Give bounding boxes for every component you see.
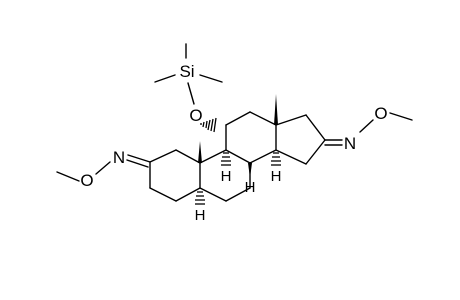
hashed-bond-c5-h: [195, 191, 205, 205]
ring-c: [225, 111, 277, 164]
hashed-bond-c14-h: [271, 152, 281, 166]
ring-b: [199, 149, 251, 202]
atom-o-left: O: [80, 171, 93, 190]
bond-si-o: [187, 82, 195, 105]
wedge-c10-methyl: [198, 141, 202, 163]
atom-si: Si: [179, 62, 194, 81]
wedge-c13-methyl: [274, 94, 278, 125]
oxime-right: [324, 112, 413, 146]
atom-h-c5: H: [195, 207, 206, 224]
wedge-c8-h: [248, 163, 252, 178]
hashed-bond-o-c11: [200, 117, 217, 133]
bond-si-me-left: [154, 74, 176, 83]
atom-n-left: N: [113, 148, 125, 167]
oxime-left: [56, 154, 151, 182]
ring-a: [149, 149, 201, 202]
ring-d: [275, 114, 326, 165]
atom-h-c14: H: [271, 168, 282, 185]
atom-h-c8: H: [245, 179, 256, 196]
atom-n-right: N: [344, 134, 356, 153]
atom-o-tms: O: [189, 106, 202, 125]
trimethylsilyl-group: [154, 43, 223, 105]
atom-o-right: O: [374, 104, 387, 123]
bond-si-me-right: [199, 74, 223, 83]
hashed-bond-c9-h: [221, 152, 231, 166]
atom-h-c9: H: [221, 168, 232, 185]
